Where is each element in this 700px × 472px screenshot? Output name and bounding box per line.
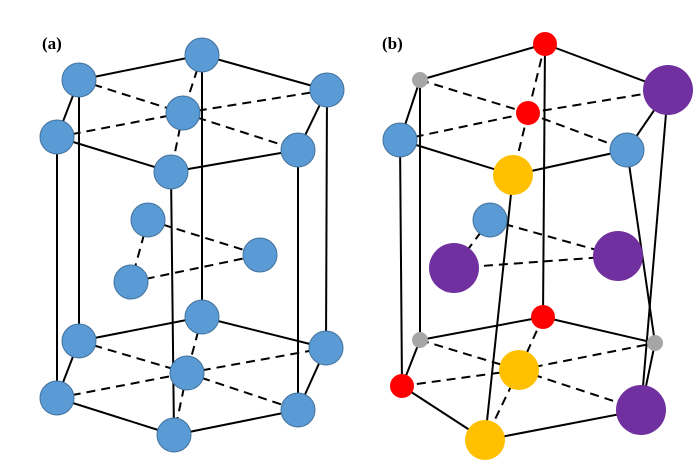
dashed-bond-line (399, 112, 529, 141)
blue-atom (39, 380, 75, 416)
bond-line (56, 397, 175, 436)
bond-line (542, 43, 546, 318)
bond-line (201, 316, 327, 349)
dashed-bond-line (453, 255, 619, 269)
blue-atom (61, 62, 97, 98)
bond-line (542, 316, 656, 344)
dashed-bond-line (182, 112, 299, 151)
bond-line (399, 139, 403, 387)
bond-line (201, 54, 328, 91)
red-atom (531, 305, 555, 329)
bond-line (170, 149, 299, 173)
bond-line (484, 409, 642, 441)
dashed-bond-line (527, 89, 669, 114)
blue-atom (169, 355, 205, 391)
bond-line (484, 174, 514, 441)
blue-atom (280, 132, 316, 168)
blue-atom (184, 37, 220, 73)
dashed-bond-line (56, 112, 184, 138)
blue-atom (165, 95, 201, 131)
bond-line (78, 54, 203, 81)
blue-atom (280, 392, 316, 428)
dashed-bond-line (56, 372, 188, 399)
blue-atom (153, 154, 189, 190)
bond-line (78, 316, 203, 342)
gray-atom (647, 335, 663, 351)
bond-line (170, 171, 175, 436)
blue-atom (39, 119, 75, 155)
blue-atom (309, 72, 345, 108)
blue-atom (61, 323, 97, 359)
blue-atom (113, 264, 149, 300)
dashed-bond-line (527, 43, 546, 114)
yellow-atom (465, 420, 505, 460)
blue-atom (382, 122, 418, 158)
purple-atom (643, 65, 693, 115)
dashed-bond-line (147, 219, 261, 256)
panel-b-label: (b) (382, 34, 403, 53)
blue-atom (130, 202, 166, 238)
yellow-atom (493, 155, 533, 195)
red-atom (516, 101, 540, 125)
gray-atom (412, 72, 428, 88)
bond-line (640, 89, 669, 411)
dashed-bond-line (78, 79, 184, 114)
blue-atom (184, 299, 220, 335)
yellow-atom (499, 350, 539, 390)
blue-atom (242, 237, 278, 273)
panel-a-label: (a) (42, 34, 62, 53)
dashed-bond-line (419, 339, 520, 371)
bond-line (419, 43, 546, 81)
dashed-bond-line (186, 372, 299, 411)
gray-atom (412, 332, 428, 348)
red-atom (533, 32, 557, 56)
bond-line (56, 136, 172, 173)
bond-line (325, 89, 328, 349)
dashed-bond-line (419, 79, 529, 114)
blue-atom (156, 417, 192, 453)
dashed-bond-line (527, 112, 628, 151)
purple-atom (429, 243, 479, 293)
dashed-bond-line (518, 342, 656, 371)
blue-atom (609, 132, 645, 168)
dashed-bond-line (182, 89, 328, 114)
dashed-bond-line (186, 347, 327, 374)
purple-atom (616, 385, 666, 435)
blue-atom (308, 330, 344, 366)
purple-atom (593, 231, 643, 281)
dashed-bond-line (130, 254, 261, 283)
dashed-bond-line (78, 340, 188, 374)
bond-line (419, 316, 544, 341)
red-atom (390, 374, 414, 398)
bond-line (173, 409, 299, 436)
blue-atom (472, 202, 508, 238)
